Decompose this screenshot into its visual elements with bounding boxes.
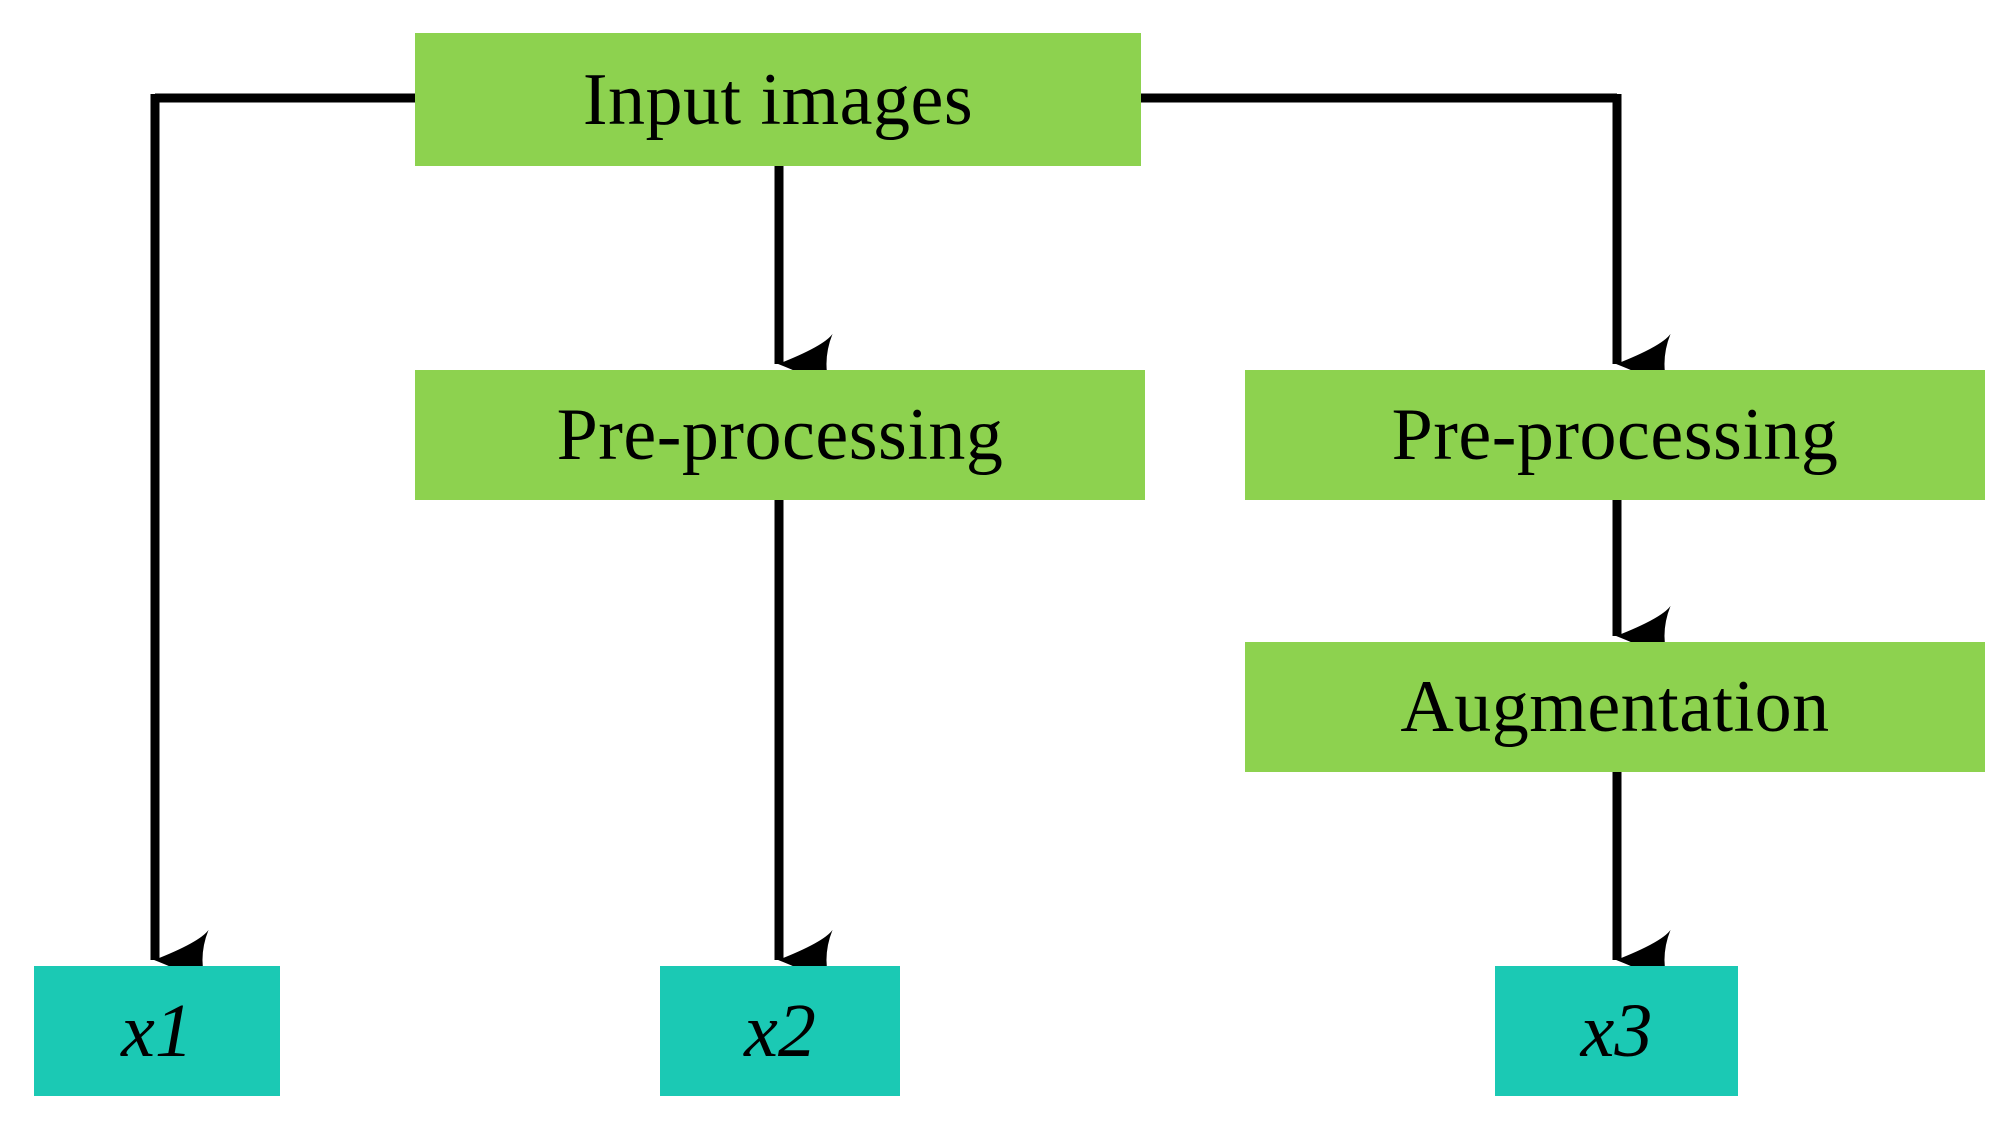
node-output-x2-label: x2 (744, 989, 816, 1073)
node-output-x1-label: x1 (121, 989, 193, 1073)
node-augmentation: Augmentation (1245, 642, 1985, 772)
node-input-images: Input images (415, 33, 1141, 166)
node-preprocessing-right: Pre-processing (1245, 370, 1985, 500)
node-preprocessing-right-label: Pre-processing (1391, 394, 1839, 476)
node-output-x3-label: x3 (1580, 989, 1653, 1073)
node-output-x2: x2 (660, 966, 900, 1096)
node-output-x3: x3 (1495, 966, 1738, 1096)
node-preprocessing-left-label: Pre-processing (556, 394, 1004, 476)
node-preprocessing-left: Pre-processing (415, 370, 1145, 500)
node-input-images-label: Input images (582, 58, 974, 141)
node-augmentation-label: Augmentation (1400, 666, 1830, 748)
node-output-x1: x1 (34, 966, 280, 1096)
